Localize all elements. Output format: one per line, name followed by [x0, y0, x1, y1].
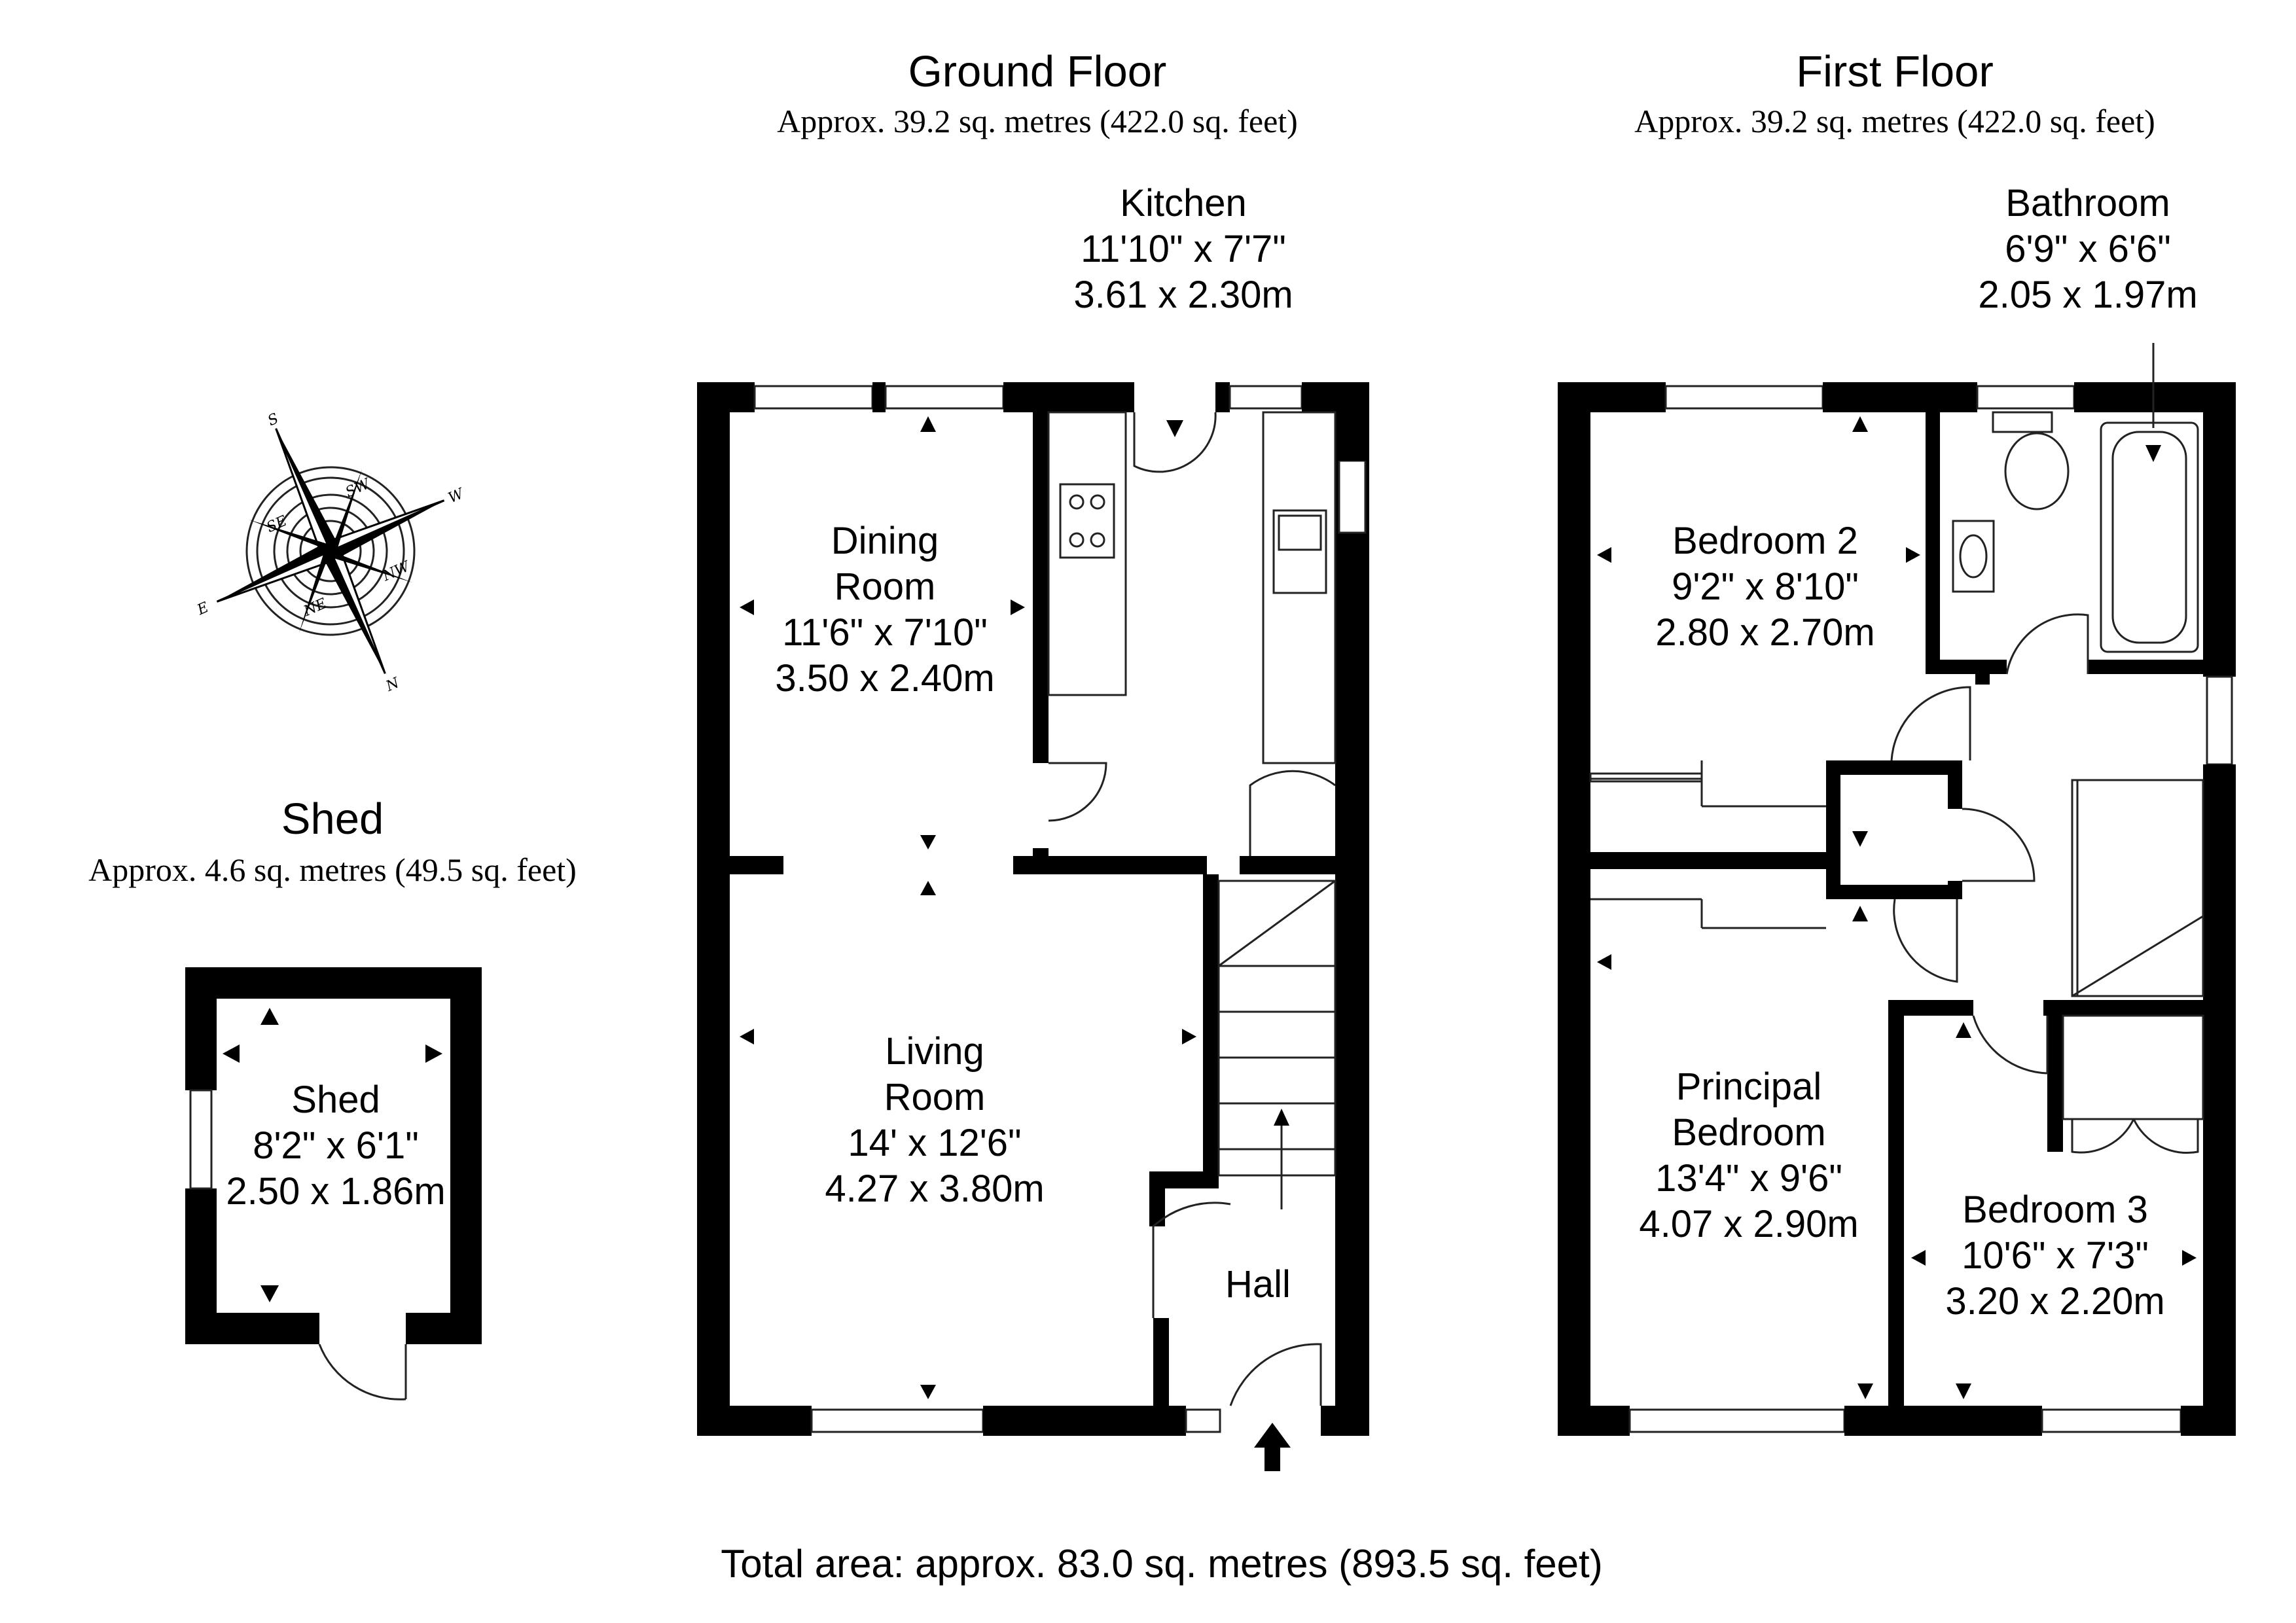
compass-rose: S N E W SE SW NE NW	[194, 410, 468, 695]
compass-s: S	[266, 410, 281, 429]
first-floor-title: First Floor	[1796, 47, 1994, 96]
dining-name-1: Dining	[831, 520, 939, 562]
shed-area: Approx. 4.6 sq. metres (49.5 sq. feet)	[88, 851, 577, 888]
bathroom-metric: 2.05 x 1.97m	[1978, 274, 2197, 316]
kitchen-imperial: 11'10" x 7'7"	[1081, 228, 1286, 270]
first-floor-plan: Bathroom 6'9" x 6'6" 2.05 x 1.97m Bedroo…	[1558, 182, 2236, 1436]
living-metric: 4.27 x 3.80m	[825, 1168, 1044, 1210]
shed-title: Shed	[281, 794, 384, 844]
ground-floor-area: Approx. 39.2 sq. metres (422.0 sq. feet)	[777, 103, 1298, 139]
bedroom2-metric: 2.80 x 2.70m	[1655, 611, 1874, 654]
shed-room-imperial: 8'2" x 6'1"	[253, 1124, 419, 1167]
living-name-2: Room	[884, 1076, 986, 1118]
bedroom2-name: Bedroom 2	[1672, 520, 1858, 562]
first-floor-area: Approx. 39.2 sq. metres (422.0 sq. feet)	[1634, 103, 2155, 139]
dining-metric: 3.50 x 2.40m	[775, 657, 994, 700]
compass-n: N	[383, 675, 402, 695]
total-area: Total area: approx. 83.0 sq. metres (893…	[721, 1542, 1602, 1586]
ground-floor-plan: Kitchen 11'10" x 7'7" 3.61 x 2.30m Dinin…	[697, 182, 1369, 1471]
living-imperial: 14' x 12'6"	[848, 1122, 1021, 1164]
principal-name-2: Bedroom	[1672, 1111, 1825, 1154]
shed-plan: Shed 8'2" x 6'1" 2.50 x 1.86m	[185, 967, 482, 1400]
principal-name-1: Principal	[1676, 1065, 1821, 1108]
entrance-arrow	[1254, 1423, 1291, 1471]
kitchen-name: Kitchen	[1120, 182, 1246, 224]
bedroom3-metric: 3.20 x 2.20m	[1945, 1280, 2164, 1323]
principal-metric: 4.07 x 2.90m	[1639, 1203, 1858, 1245]
bathroom-name: Bathroom	[2005, 182, 2170, 224]
compass-w: W	[446, 485, 467, 507]
dining-imperial: 11'6" x 7'10"	[782, 611, 988, 654]
bathroom-imperial: 6'9" x 6'6"	[2005, 228, 2171, 270]
ground-floor-stairs	[1217, 880, 1336, 1209]
bedroom3-name: Bedroom 3	[1962, 1188, 2148, 1231]
first-floor-stairs	[2071, 779, 2204, 997]
kitchen-metric: 3.61 x 2.30m	[1073, 274, 1293, 316]
compass-e: E	[194, 599, 211, 619]
bedroom2-imperial: 9'2" x 8'10"	[1672, 565, 1859, 608]
shed-room-metric: 2.50 x 1.86m	[226, 1170, 445, 1213]
dining-name-2: Room	[834, 565, 936, 608]
shed-room-name: Shed	[291, 1079, 380, 1121]
principal-imperial: 13'4" x 9'6"	[1655, 1157, 1842, 1200]
living-name-1: Living	[885, 1030, 984, 1073]
ground-floor-title: Ground Floor	[908, 47, 1167, 96]
bedroom3-imperial: 10'6" x 7'3"	[1962, 1234, 2149, 1277]
hall-name: Hall	[1225, 1263, 1291, 1306]
